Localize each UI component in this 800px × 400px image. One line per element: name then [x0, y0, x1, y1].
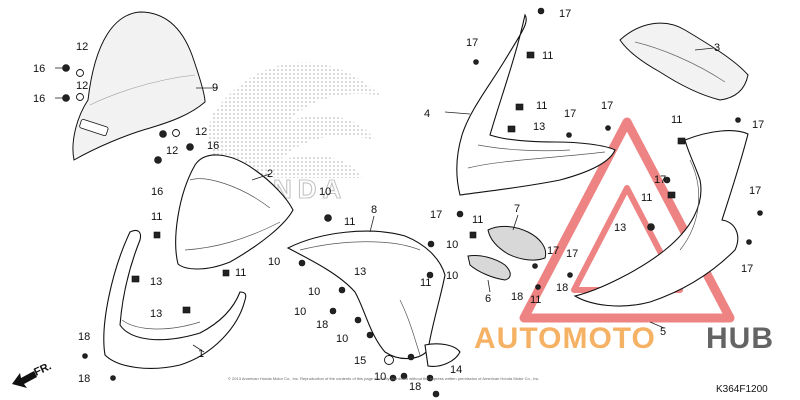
callout-label: 16	[33, 93, 45, 105]
side-garnish	[619, 22, 749, 101]
callout-label: 10	[374, 371, 386, 383]
side-cowl	[573, 130, 749, 307]
upper-front-fairing	[456, 13, 616, 196]
callout-label: 4	[424, 108, 430, 120]
callout-label: 15	[354, 355, 366, 367]
callout-label: 10	[319, 186, 331, 198]
leader-lines	[55, 47, 715, 353]
callout-label: 12	[166, 145, 178, 157]
callout-label: 11	[344, 216, 355, 228]
callout-label: 13	[150, 276, 162, 288]
callout-label: 11	[530, 294, 541, 306]
direction-arrow-icon	[12, 371, 37, 388]
callout-labels: 1 2 3 4 5 6 7 8 9 10 10 10 10 10 10 10 1…	[33, 8, 764, 393]
callout-label: 6	[485, 293, 491, 305]
lower-front-cowl	[103, 229, 247, 369]
callout-label: 1	[198, 348, 204, 360]
callout-label: 10	[446, 239, 458, 251]
callout-label: 11	[542, 50, 553, 62]
callout-label: 10	[446, 270, 458, 282]
callout-label: 5	[660, 326, 666, 338]
callout-label: 13	[150, 308, 162, 320]
callout-label: 13	[533, 121, 545, 133]
callout-label: 3	[714, 42, 720, 54]
callout-label: 18	[78, 331, 90, 343]
callout-label: 13	[354, 266, 366, 278]
diagram-code: K364F1200	[716, 384, 768, 395]
callout-label: 10	[308, 286, 320, 298]
direction-label: FR.	[32, 360, 53, 378]
callout-label: 17	[752, 119, 764, 131]
callout-label: 10	[336, 333, 348, 345]
callout-label: 18	[511, 291, 523, 303]
windscreen	[72, 11, 206, 161]
callout-label: 18	[316, 319, 328, 331]
callout-label: 11	[235, 267, 246, 279]
callout-label: 18	[409, 381, 421, 393]
callout-label: 11	[151, 211, 162, 223]
callout-label: 17	[564, 108, 576, 120]
callout-label: 16	[207, 140, 219, 152]
screen-bracket	[175, 154, 294, 270]
callout-label: 11	[420, 277, 431, 289]
front-direction-indicator: FR.	[12, 360, 53, 388]
callout-label: 17	[466, 37, 478, 49]
callout-label: 7	[514, 203, 520, 215]
callout-label: 18	[78, 373, 90, 385]
callout-label: 12	[76, 41, 88, 53]
callout-label: 11	[671, 114, 682, 126]
callout-label: 10	[294, 306, 306, 318]
watermark-brand-part2: HUB	[706, 322, 774, 355]
callout-label: 2	[267, 168, 273, 180]
callout-label: 9	[212, 82, 218, 94]
callout-label: 13	[614, 222, 626, 234]
callout-label: 17	[547, 245, 559, 257]
lower-bracket	[467, 255, 511, 281]
callout-label: 17	[430, 209, 442, 221]
callout-label: 12	[195, 126, 207, 138]
callout-label: 11	[472, 214, 483, 226]
callout-label: 11	[641, 192, 652, 204]
callout-label: 16	[151, 186, 163, 198]
callout-label: 17	[601, 100, 613, 112]
copyright-notice: © 2013 American Honda Motor Co., Inc. Re…	[228, 376, 540, 381]
callout-label: 10	[268, 256, 280, 268]
watermark-brand: AUTOMOTO HUB	[474, 322, 774, 355]
callout-label: 16	[33, 63, 45, 75]
mounting-bracket	[487, 225, 547, 261]
watermark-brand-part1: AUTOMOTO	[474, 322, 656, 355]
callout-label: 17	[741, 263, 753, 275]
small-cover	[424, 343, 461, 367]
callout-label: 14	[450, 364, 462, 376]
callout-label: 8	[371, 204, 377, 216]
callout-label: 12	[76, 80, 88, 92]
fasteners	[62, 7, 763, 398]
callout-label: 17	[566, 248, 578, 260]
callout-label: 17	[654, 174, 666, 186]
callout-label: 17	[749, 185, 761, 197]
callout-label: 17	[559, 8, 571, 20]
callout-label: 11	[536, 100, 547, 112]
callout-label: 18	[556, 282, 568, 294]
